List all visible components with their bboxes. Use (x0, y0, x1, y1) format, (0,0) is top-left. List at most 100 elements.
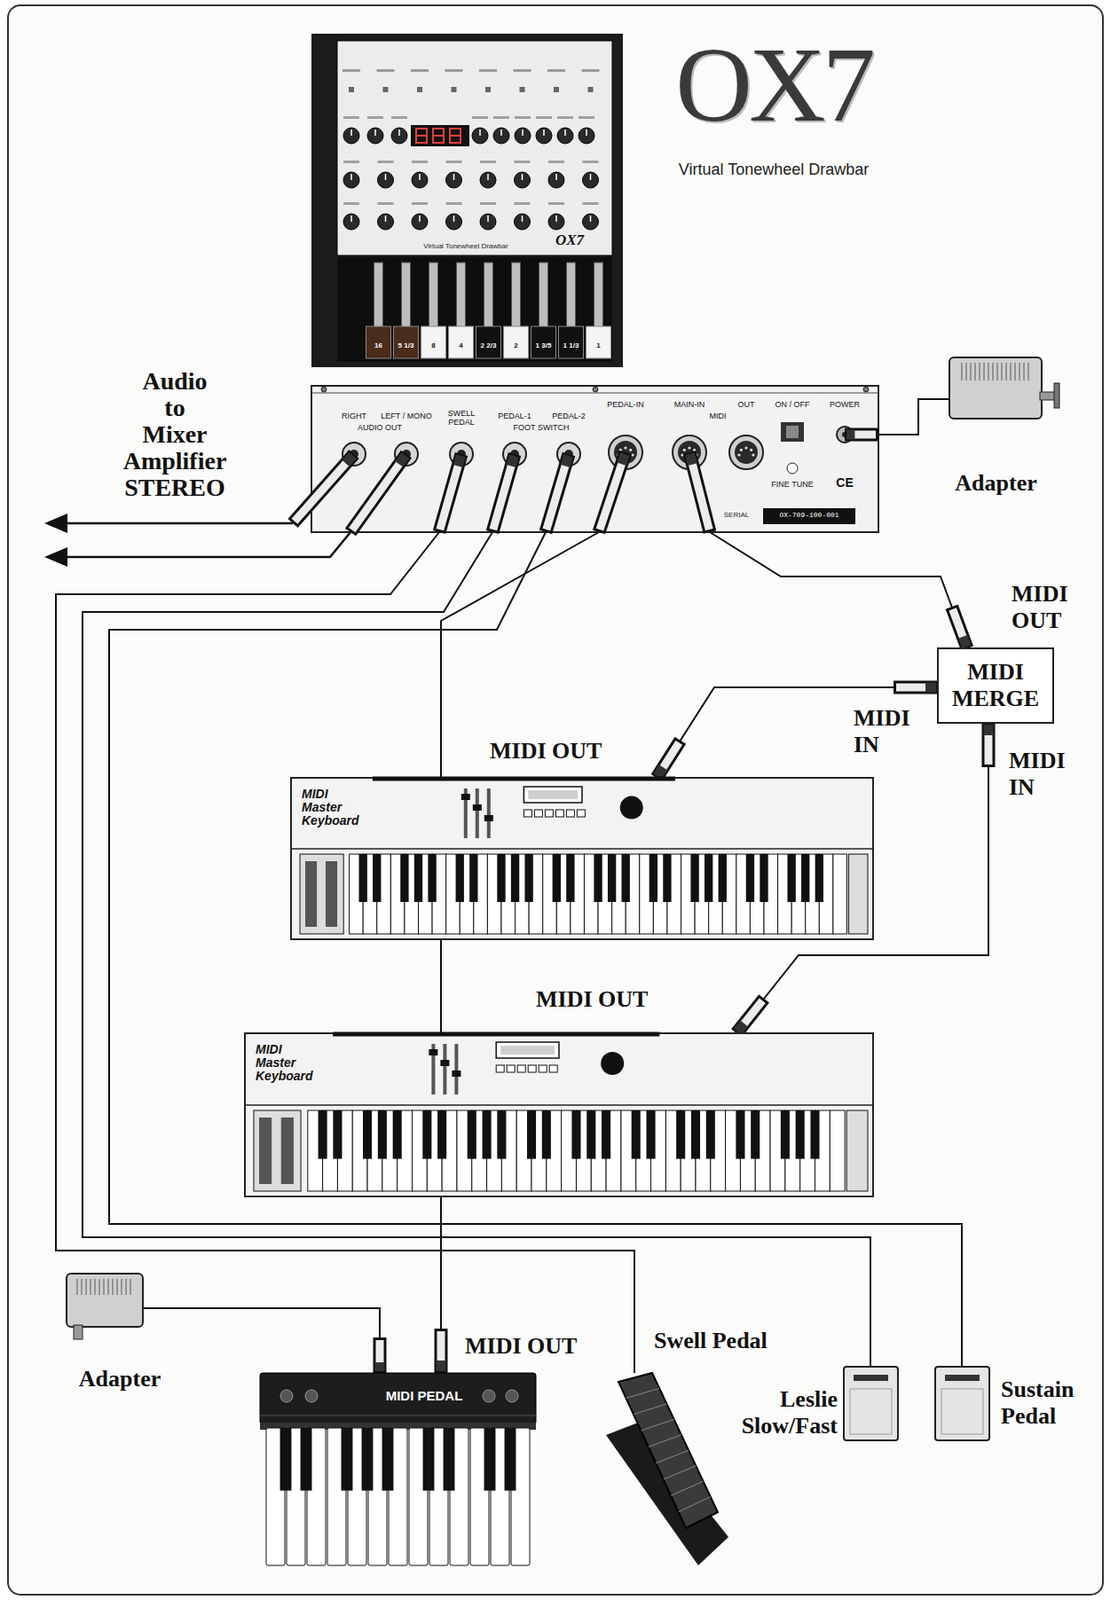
adapter-rib (130, 1279, 132, 1296)
node-art (244, 1033, 874, 1197)
plug-face (352, 456, 405, 530)
cable-plug (952, 606, 968, 649)
data-knob (600, 1052, 624, 1076)
led-display (410, 125, 470, 147)
panel-marking (479, 69, 497, 72)
drawbar-bay (337, 257, 613, 363)
page-frame (7, 5, 1103, 1596)
keyboard-button (566, 810, 575, 818)
pitch-wheel (305, 861, 317, 928)
node-text: PEDAL-2 (551, 412, 587, 422)
node-art (311, 33, 623, 368)
black-key (427, 854, 436, 903)
white-key (833, 854, 848, 935)
led-digit (449, 128, 461, 143)
fader-cap (484, 815, 494, 822)
panel-led (485, 86, 491, 93)
knob-pointer (398, 129, 401, 136)
connector-label: MIDI OUT (1011, 581, 1092, 635)
adapter-rib (81, 1279, 83, 1296)
node-text: Adapter (53, 1366, 187, 1394)
knob-pointer (418, 215, 421, 222)
led-digit (416, 128, 427, 143)
adapter-rib (1023, 362, 1025, 381)
cable-connector (82, 532, 871, 1367)
switch-bar (853, 1375, 889, 1382)
control-knob (548, 172, 565, 189)
knob-pointer (453, 215, 456, 222)
node-art (949, 357, 1042, 419)
node-text: LEFT / MONO (379, 412, 433, 422)
black-key (332, 1110, 342, 1160)
node-art (934, 1366, 991, 1442)
adapter-body (66, 1274, 143, 1328)
keyboard-button (544, 810, 553, 818)
panel-marking (367, 116, 384, 119)
plug-body (292, 454, 355, 524)
housing-knob (505, 1390, 519, 1403)
cable-plug (350, 454, 407, 533)
panel-marking (557, 116, 574, 119)
swell-groove (625, 1388, 660, 1399)
black-key (718, 854, 727, 903)
keyboard-button (549, 1065, 558, 1073)
cable-connector (878, 399, 950, 435)
cable-connector (656, 687, 938, 779)
plug-collar (962, 637, 967, 647)
power-adapter: Adapter (949, 357, 1042, 419)
cable-plug (988, 723, 990, 768)
adapter-rib (979, 362, 981, 381)
node-text: FOOT SWITCH (510, 424, 573, 433)
black-key (414, 854, 423, 903)
cable-plug (492, 454, 515, 533)
plug-collar (375, 1362, 386, 1372)
control-knob (582, 172, 599, 189)
knob-pointer (521, 215, 524, 222)
control-knob (411, 213, 428, 230)
node-art (602, 1373, 731, 1568)
black-key (750, 1110, 760, 1160)
panel-marking (411, 202, 428, 205)
adapter-rib (99, 1279, 101, 1296)
black-key (362, 1110, 372, 1160)
panel-led (348, 86, 355, 93)
panel-marking (514, 116, 531, 119)
cable-connector (55, 532, 635, 1374)
plug-face (546, 457, 568, 530)
knob-pointer (479, 129, 481, 136)
panel-marking (480, 160, 496, 164)
plug-body (689, 452, 710, 533)
adapter-rib (86, 1279, 87, 1296)
serial-plate (763, 508, 856, 525)
midi-pin (683, 448, 686, 452)
midi-merge-box: MIDI MERGE (937, 648, 1054, 724)
switch-face (850, 1389, 892, 1435)
black-key (631, 1110, 641, 1160)
adapter-rib (108, 1279, 110, 1296)
adapter-prong (73, 1325, 83, 1340)
switch-face (941, 1389, 984, 1435)
panel-marking (343, 116, 360, 119)
pedal-sharp (280, 1428, 292, 1492)
pedal-sharp (423, 1428, 435, 1492)
pitch-wheel (259, 1117, 272, 1185)
black-key (496, 854, 505, 903)
fader-cap (472, 804, 482, 811)
diagram-label: Audio to Mixer Amplifier STEREO (99, 368, 251, 502)
control-knob (377, 213, 394, 230)
panel-marking (582, 69, 600, 72)
black-key (482, 1110, 492, 1160)
node-text: 8 (421, 342, 447, 351)
plug-collar (436, 1361, 447, 1372)
node-text: OUT (732, 401, 760, 410)
panel-marking (377, 69, 395, 72)
node-text: 4 (448, 342, 474, 351)
pedal-sharp (484, 1428, 496, 1492)
panel-marking (343, 202, 360, 205)
knob-pointer (350, 173, 353, 181)
housing-knob (482, 1390, 496, 1403)
node-text: 1 1/3 (558, 342, 584, 351)
black-key (787, 854, 796, 903)
keyboard-display-window (500, 1046, 555, 1055)
end-block (846, 1110, 868, 1192)
